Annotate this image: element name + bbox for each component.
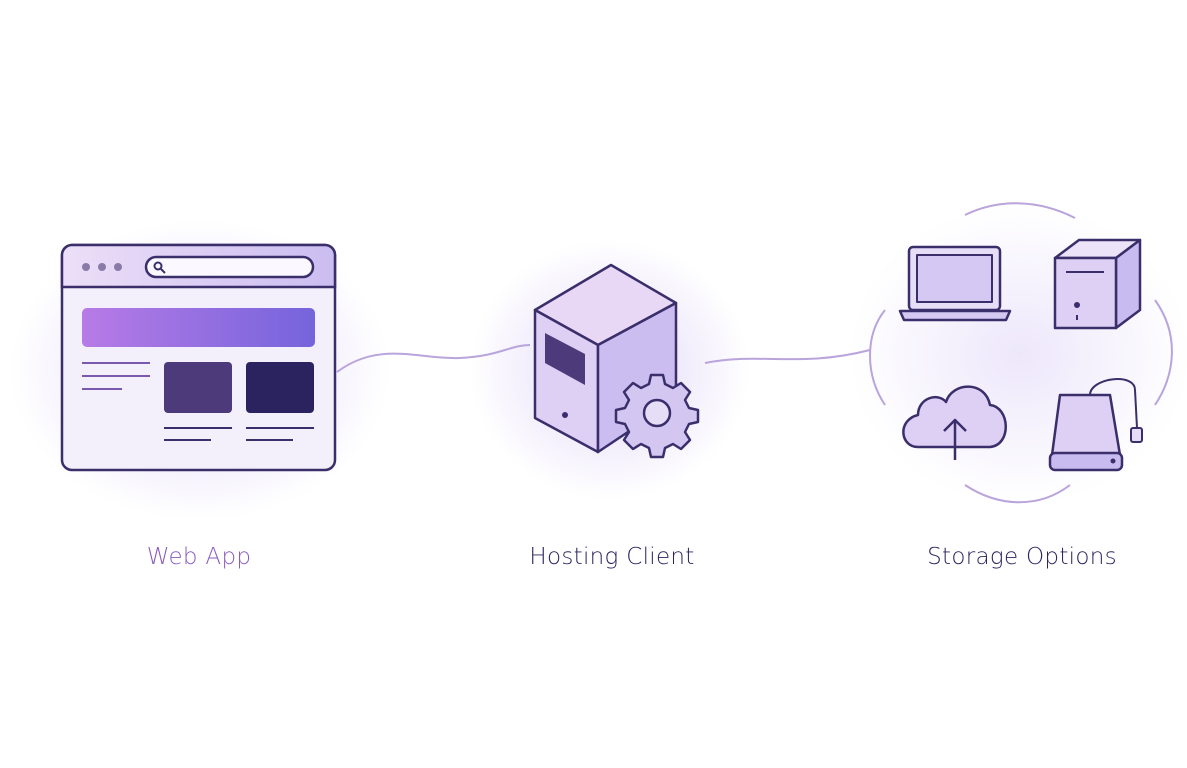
storage-ring bbox=[869, 202, 1173, 504]
web-app-label: Web App bbox=[146, 544, 252, 570]
connector-hosting-storage bbox=[704, 349, 871, 364]
cloud-upload-icon bbox=[902, 385, 1007, 460]
browser-window-icon bbox=[60, 243, 337, 472]
desktop-tower-icon bbox=[1053, 238, 1142, 330]
gear-icon bbox=[614, 373, 700, 459]
laptop-icon bbox=[898, 245, 1012, 322]
external-drive-icon bbox=[1048, 378, 1143, 472]
storage-options-label: Storage Options bbox=[927, 544, 1117, 570]
hosting-client-label: Hosting Client bbox=[529, 544, 695, 570]
connector-webapp-hosting bbox=[336, 344, 531, 373]
server-gear-icon bbox=[533, 263, 700, 459]
